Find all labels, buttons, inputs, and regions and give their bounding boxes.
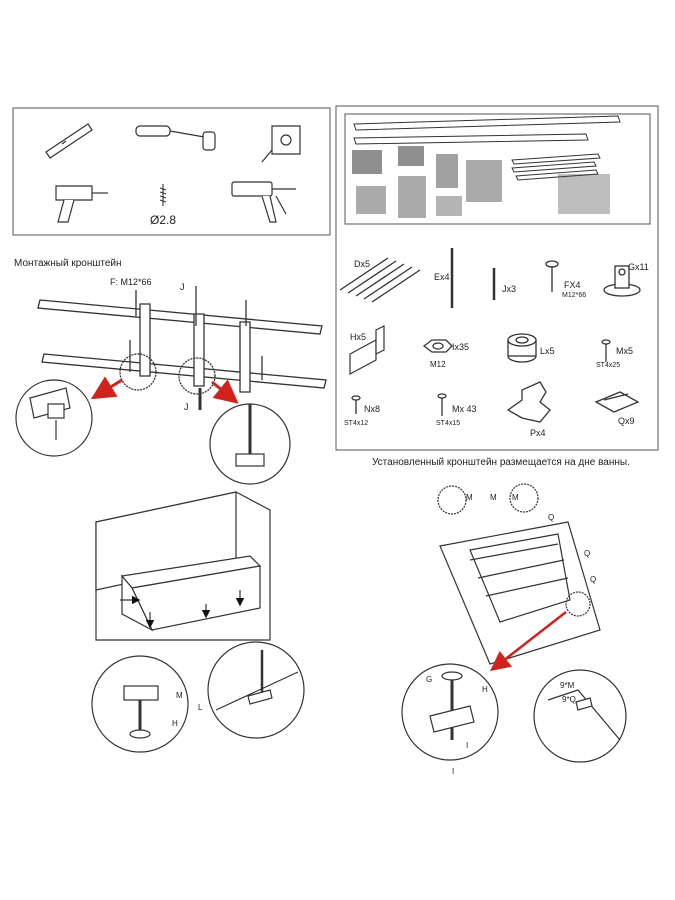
part-d-rods	[339, 257, 421, 303]
tools-box: Ø2.8	[12, 107, 331, 236]
detail-panel-right	[207, 641, 305, 739]
part-letter: G	[628, 262, 636, 272]
detail-circle-right	[209, 403, 291, 485]
part-label-j: Jx3	[502, 284, 516, 294]
screwdriver-icon	[135, 125, 216, 151]
detail-foot-left	[91, 655, 189, 753]
part-q-plate	[594, 391, 640, 413]
wall-plug-icon	[159, 184, 167, 206]
detail-9m: 9*M	[560, 681, 575, 690]
part-qty: x8	[370, 404, 381, 414]
frame-f-label: F: M12*66	[110, 277, 152, 287]
part-qty: x4	[536, 428, 546, 438]
part-label-q: Qx9	[618, 416, 635, 426]
detail-right-i1: I	[466, 741, 468, 750]
tape-measure-icon	[261, 125, 301, 163]
part-p-clip	[506, 381, 551, 423]
part-i-nut	[422, 339, 453, 353]
bracket-frame	[37, 286, 327, 410]
part-spec-f: M12*66	[562, 292, 587, 299]
detail-foot-bottom	[401, 663, 499, 761]
part-n-screw	[351, 395, 361, 414]
red-arrow-bottom	[490, 611, 567, 672]
part-label-p: Px4	[530, 428, 546, 438]
detail-corner-bottom	[533, 669, 627, 763]
top-q-3: Q	[590, 575, 596, 584]
part-letter: E	[434, 272, 441, 282]
part-letter: F	[564, 280, 570, 290]
part-letter: P	[530, 428, 537, 438]
part-qty: x5	[545, 346, 555, 356]
part-label-l: Lx5	[540, 346, 555, 356]
part-h-bracket	[349, 325, 385, 376]
caption-installed-bracket: Установленный кронштейн размещается на д…	[372, 457, 630, 468]
frame-j-bottom-label: J	[184, 402, 189, 412]
part-letter: H	[350, 332, 357, 342]
detail-circle-left	[15, 379, 93, 457]
part-letter: L	[540, 346, 546, 356]
part-spec-m-25: ST4x25	[596, 362, 621, 369]
part-spec-i: M12	[430, 360, 446, 369]
caption-mounting-bracket: Монтажный кронштейн	[14, 258, 122, 269]
top-q-2: Q	[584, 549, 590, 558]
part-qty: x11	[635, 262, 649, 272]
part-g-foot	[603, 265, 641, 297]
part-qty: x9	[625, 416, 635, 426]
part-qty: x5	[360, 259, 371, 269]
part-qty: x 43	[459, 404, 477, 414]
part-l-washer	[507, 333, 537, 363]
level-icon	[45, 123, 93, 159]
part-spec-m-15: ST4x15	[436, 420, 461, 427]
part-label-d: Dx5	[354, 259, 370, 269]
detail-right-h: H	[482, 685, 488, 694]
part-letter: M	[616, 346, 624, 356]
detail-right-i2: I	[452, 767, 454, 776]
part-qty: x5	[623, 346, 634, 356]
detail-right-g: G	[426, 675, 432, 684]
part-m-screw-15	[437, 393, 447, 416]
part-letter: Q	[618, 416, 626, 426]
top-m-2: M	[490, 493, 497, 502]
part-f-bolt	[545, 260, 559, 292]
caulking-gun-icon	[231, 181, 296, 223]
bath-alcove	[95, 491, 271, 641]
part-letter: D	[354, 259, 361, 269]
part-letter: I	[452, 342, 455, 352]
top-m-3: M	[512, 493, 519, 502]
detail-left-h: H	[172, 719, 178, 728]
top-m-1: M	[466, 493, 473, 502]
frame-j-top-label: J	[180, 282, 185, 292]
part-spec-n: ST4x12	[344, 420, 369, 427]
detail-left-m: M	[176, 691, 183, 700]
top-q-1: Q	[548, 513, 554, 522]
part-qty: x35	[454, 342, 470, 352]
part-label-e: Ex4	[434, 272, 450, 282]
part-label-g: Gx11	[628, 262, 649, 272]
parts-box	[335, 105, 659, 451]
part-label-h: Hx5	[350, 332, 366, 342]
detail-left-l: L	[198, 703, 203, 712]
part-qty: X4	[569, 280, 581, 290]
part-qty: x4	[440, 272, 450, 282]
part-letter: N	[364, 404, 371, 414]
part-m-screw-25	[601, 339, 611, 362]
drill-icon	[55, 185, 108, 223]
part-label-m-25: Mx5	[616, 346, 633, 356]
part-label-f: FX4	[564, 280, 581, 290]
part-qty: x3	[506, 284, 517, 294]
detail-9q: 9*Q	[562, 695, 576, 704]
part-label-i: Ix35	[452, 342, 469, 352]
part-label-n: Nx8	[364, 404, 380, 414]
drill-bit-size: Ø2.8	[150, 213, 176, 227]
red-arrow-right	[211, 379, 239, 404]
bath-bottom-view	[437, 483, 601, 665]
part-label-m-15: Mx 43	[452, 404, 477, 414]
part-letter: M	[452, 404, 460, 414]
part-letter: J	[502, 284, 507, 294]
red-arrow-left	[90, 376, 123, 400]
part-qty: x5	[356, 332, 367, 342]
